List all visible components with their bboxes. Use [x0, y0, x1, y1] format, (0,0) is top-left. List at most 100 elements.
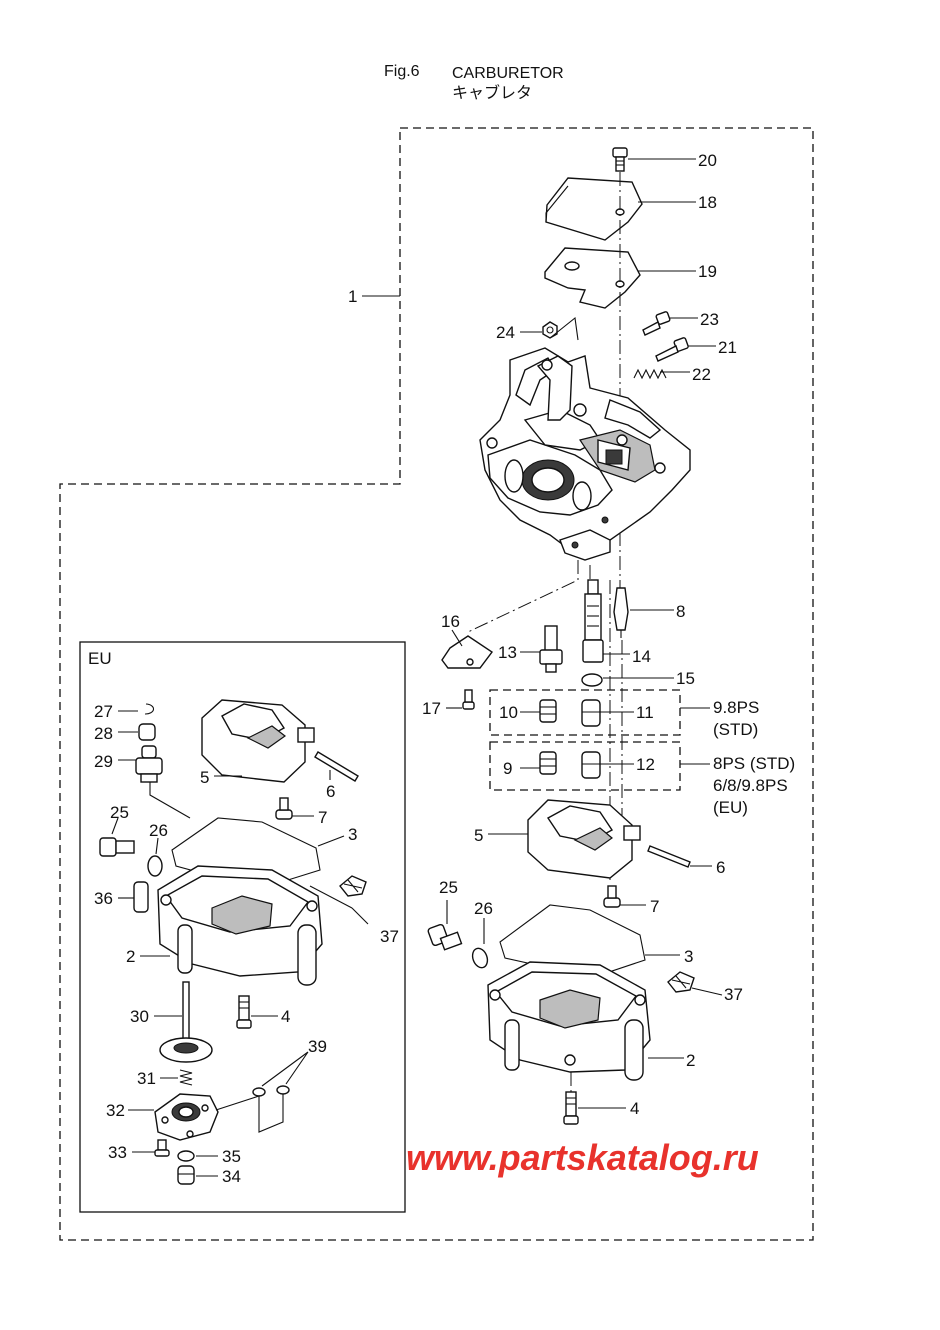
- nozzle-14: [582, 579, 604, 663]
- callout-18: 18: [698, 193, 717, 212]
- callout-4: 4: [630, 1099, 639, 1118]
- jet-13: [539, 625, 563, 673]
- eu-valve-30: [159, 981, 213, 1063]
- eu-clip-27: [144, 703, 155, 715]
- cover-plate-18: [545, 177, 643, 241]
- callout-7: 7: [650, 897, 659, 916]
- eu-callout-34: 34: [222, 1167, 241, 1186]
- callout-25: 25: [439, 878, 458, 897]
- eu-float-chamber-2: [157, 865, 323, 986]
- main-jet-9: [539, 751, 557, 775]
- o-ring-15: [581, 673, 603, 687]
- eu-callout-7: 7: [318, 808, 327, 827]
- eu-filter-37: [339, 875, 367, 897]
- assembly-boundary: [59, 127, 814, 1241]
- eu-callout-39: 39: [308, 1037, 327, 1056]
- callout-1: 1: [348, 287, 357, 306]
- drain-screw-4: [563, 1091, 579, 1125]
- gasket-3: [499, 904, 646, 976]
- variant2-label-line1: 8PS (STD): [713, 754, 795, 773]
- callout-5: 5: [474, 826, 483, 845]
- eu-drain-screw-25: [99, 837, 135, 857]
- callout-12: 12: [636, 755, 655, 774]
- callout-24: 24: [496, 323, 515, 342]
- seal-26: [471, 947, 489, 969]
- callout-20: 20: [698, 151, 717, 170]
- variant-box-eu: [489, 741, 681, 791]
- eu-callout-31: 31: [137, 1069, 156, 1088]
- variant2-label-line2: 6/8/9.8PS: [713, 776, 788, 795]
- eu-callout-35: 35: [222, 1147, 241, 1166]
- callout-37: 37: [724, 985, 743, 1004]
- eu-callout-6: 6: [326, 782, 335, 801]
- callout-17: 17: [422, 699, 441, 718]
- callout-26: 26: [474, 899, 493, 918]
- eu-callout-32: 32: [106, 1101, 125, 1120]
- eu-callout-28: 28: [94, 724, 113, 743]
- float-chamber-2: [487, 961, 651, 1081]
- filter-37: [667, 971, 695, 993]
- callout-8: 8: [676, 602, 685, 621]
- gasket-19: [544, 247, 641, 309]
- eu-callout-33: 33: [108, 1143, 127, 1162]
- figure-title-japanese: キャブレタ: [452, 83, 532, 102]
- eu-callout-2: 2: [126, 947, 135, 966]
- eu-seal-26: [147, 855, 163, 877]
- callout-3: 3: [684, 947, 693, 966]
- callout-11: 11: [636, 703, 654, 722]
- eu-housing-32: [154, 1093, 219, 1141]
- figure-title: CARBURETOR: [452, 65, 564, 82]
- figure-number: Fig.6: [384, 63, 420, 80]
- float-pin-6: [647, 845, 691, 868]
- screw-21: [655, 337, 689, 362]
- eu-plug-34: [177, 1165, 195, 1185]
- eu-variant-box: [79, 641, 406, 1213]
- eu-screw-33: [154, 1139, 170, 1157]
- eu-callout-5: 5: [200, 768, 209, 787]
- eu-callout-3: 3: [348, 825, 357, 844]
- float-5: [527, 799, 641, 879]
- eu-callout-26: 26: [149, 821, 168, 840]
- eu-float-5: [201, 699, 315, 783]
- callout-9: 9: [503, 759, 512, 778]
- pilot-jet-12: [581, 751, 601, 779]
- eu-callout-25: 25: [110, 803, 129, 822]
- eu-o-rings-39: [252, 1085, 290, 1097]
- variant-label-line2: (STD): [713, 720, 758, 739]
- callout-22: 22: [692, 365, 711, 384]
- screw-17: [462, 689, 475, 710]
- eu-plug-36: [133, 881, 149, 913]
- eu-spring-31: [179, 1069, 193, 1086]
- nut-24: [542, 321, 558, 339]
- eu-callout-30: 30: [130, 1007, 149, 1026]
- carburetor-body: [479, 347, 691, 561]
- main-jet-10: [539, 699, 557, 723]
- callout-23: 23: [700, 310, 719, 329]
- screw-7: [603, 885, 621, 908]
- eu-box-title: EU: [88, 649, 112, 668]
- pilot-jet-11: [581, 699, 601, 727]
- callout-16: 16: [441, 612, 460, 631]
- variant-box-std: [489, 689, 681, 736]
- eu-screw-4: [236, 995, 252, 1029]
- callout-2: 2: [686, 1051, 695, 1070]
- eu-callout-29: 29: [94, 752, 113, 771]
- callout-14: 14: [632, 647, 651, 666]
- watermark: www.partskatalog.ru: [406, 1137, 759, 1178]
- spring-22: [633, 368, 667, 380]
- screw-23: [642, 311, 671, 336]
- eu-screw-7: [275, 797, 293, 820]
- callout-19: 19: [698, 262, 717, 281]
- drain-screw-25: [427, 923, 463, 951]
- eu-callout-37: 37: [380, 927, 399, 946]
- eu-callout-4: 4: [281, 1007, 290, 1026]
- eu-plug-29: [135, 745, 163, 783]
- eu-callout-27: 27: [94, 702, 113, 721]
- callout-10: 10: [499, 703, 518, 722]
- variant-label-line1: 9.8PS: [713, 698, 759, 717]
- callout-15: 15: [676, 669, 695, 688]
- callout-13: 13: [498, 643, 517, 662]
- variant2-label-line3: (EU): [713, 798, 748, 817]
